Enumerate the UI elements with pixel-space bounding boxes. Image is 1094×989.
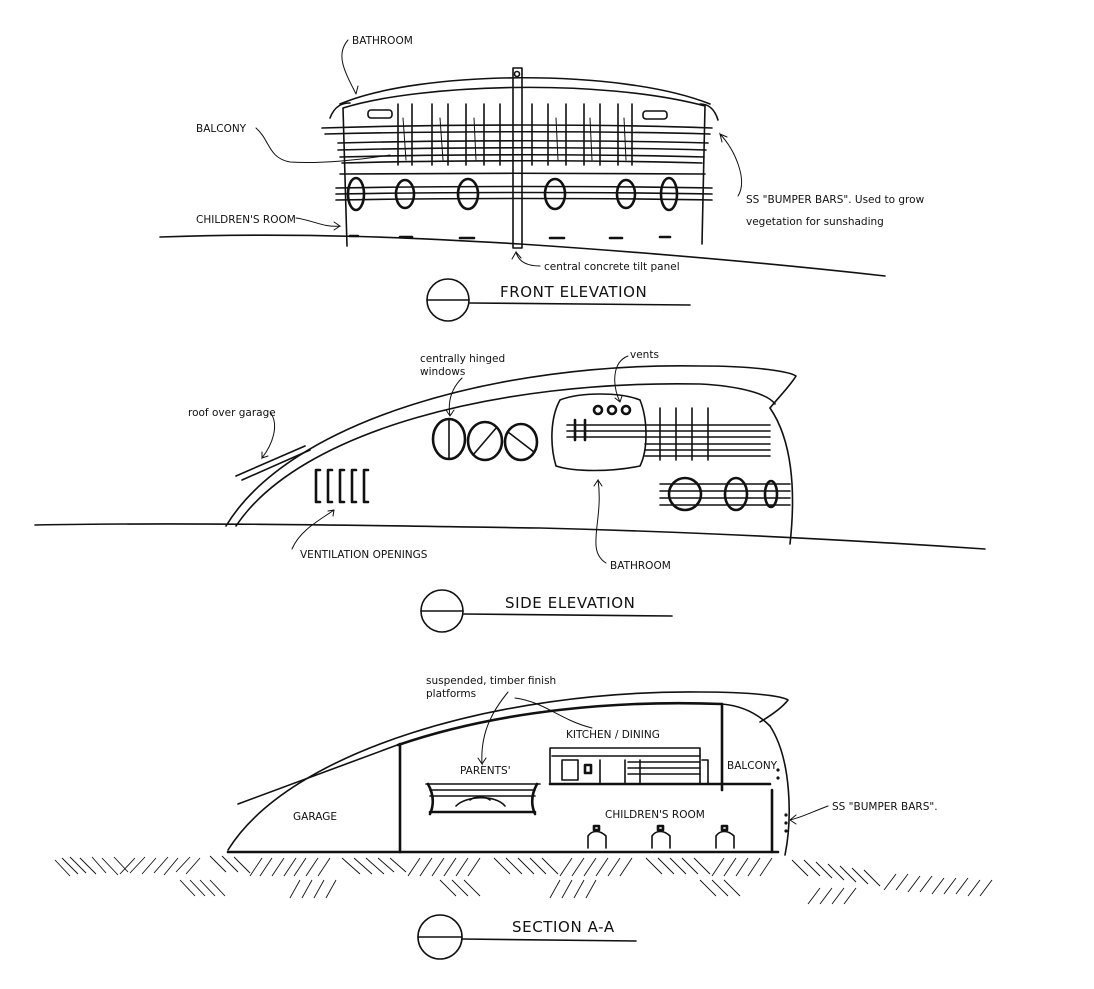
section-kitchen-platform: [548, 747, 772, 786]
front-bumper-leader: [719, 132, 742, 197]
section-earth-hatching: [54, 855, 993, 905]
front-lower-vents: [348, 234, 672, 240]
section-label-kitchen: KITCHEN / DINING: [566, 729, 660, 741]
front-glazing-band: [397, 103, 633, 166]
side-bumper-bars: [659, 476, 791, 512]
front-title: FRONT ELEVATION: [500, 283, 647, 301]
section-garage-roof: [237, 743, 401, 805]
front-children-leader: [295, 217, 342, 231]
side-hinged-windows: [431, 417, 539, 462]
front-bathroom-leader: [341, 39, 359, 95]
side-title: SIDE ELEVATION: [505, 594, 635, 612]
side-balcony-rails: [566, 407, 771, 461]
side-rear-wall: [769, 407, 794, 545]
side-elevation: centrally hinged windows vents roof over…: [34, 349, 986, 633]
side-roof-leader: [261, 411, 275, 460]
section-label-platforms-1: suspended, timber finish: [426, 675, 556, 687]
side-ground-line: [34, 523, 986, 550]
side-label-bathroom: BATHROOM: [610, 560, 671, 572]
front-label-bumper-bars-2: vegetation for sunshading: [746, 216, 884, 228]
section-bumper-leader: [789, 805, 829, 825]
front-porthole-windows: [346, 176, 679, 212]
front-elevation: BATHROOM BALCONY CHILDREN'S ROOM SS "BUM…: [159, 35, 925, 322]
side-title-block: SIDE ELEVATION: [420, 589, 673, 633]
side-vents-leader: [614, 355, 629, 403]
front-roof-arc: [339, 76, 711, 105]
side-hinged-leader: [445, 377, 463, 417]
section-label-bumper-bars: SS "BUMPER BARS".: [832, 801, 938, 813]
section-rear-wall: [769, 725, 790, 856]
section-roof-shell: [227, 691, 789, 851]
front-label-bumper-bars-1: SS "BUMPER BARS". Used to grow: [746, 194, 925, 206]
front-title-block: FRONT ELEVATION: [426, 278, 691, 322]
front-label-bathroom: BATHROOM: [352, 35, 413, 47]
section-label-platforms-2: platforms: [426, 688, 476, 700]
section-parents-platform: [425, 782, 541, 816]
side-label-hinged-2: windows: [420, 366, 465, 378]
side-label-hinged-1: centrally hinged: [420, 353, 505, 365]
section-label-childrens-room: CHILDREN'S ROOM: [605, 809, 705, 821]
section-title: SECTION A-A: [512, 918, 615, 936]
side-garage-roof: [235, 445, 306, 477]
side-label-vents: vents: [630, 349, 659, 361]
front-ground-line: [159, 234, 886, 277]
front-bumper-bars: [335, 172, 713, 201]
front-balcony-leader: [255, 127, 391, 164]
section-platform-leader-2: [514, 697, 593, 729]
side-ventilation-openings: [314, 468, 370, 504]
section-aa: suspended, timber finish platforms KITCH…: [54, 675, 993, 960]
section-label-garage: GARAGE: [293, 811, 337, 823]
section-label-balcony: BALCONY: [727, 760, 778, 772]
section-title-block: SECTION A-A: [417, 914, 637, 960]
side-label-roof-garage: roof over garage: [188, 407, 276, 419]
front-label-childrens-room: CHILDREN'S ROOM: [196, 214, 296, 226]
section-bumper-dots: [776, 768, 788, 833]
front-tilt-leader: [511, 250, 541, 267]
section-label-parents: PARENTS': [460, 765, 511, 777]
section-platform-leader: [477, 691, 509, 766]
front-label-tilt-panel: central concrete tilt panel: [544, 261, 680, 273]
side-vent-openings-leader: [291, 509, 335, 550]
side-label-ventilation: VENTILATION OPENINGS: [300, 549, 428, 561]
front-balcony-rails: [321, 124, 713, 164]
section-interior-walls: [398, 702, 774, 854]
front-central-tilt-panel: [512, 67, 523, 249]
side-vents: [592, 404, 632, 416]
side-bathroom-leader: [593, 478, 607, 564]
side-bathroom-pod: [551, 393, 647, 472]
front-label-balcony: BALCONY: [196, 123, 247, 135]
section-children-beds: [587, 824, 735, 849]
front-bathroom-window-right: [642, 110, 668, 120]
side-roof-shell: [225, 365, 797, 527]
front-bathroom-window-left: [367, 109, 393, 119]
